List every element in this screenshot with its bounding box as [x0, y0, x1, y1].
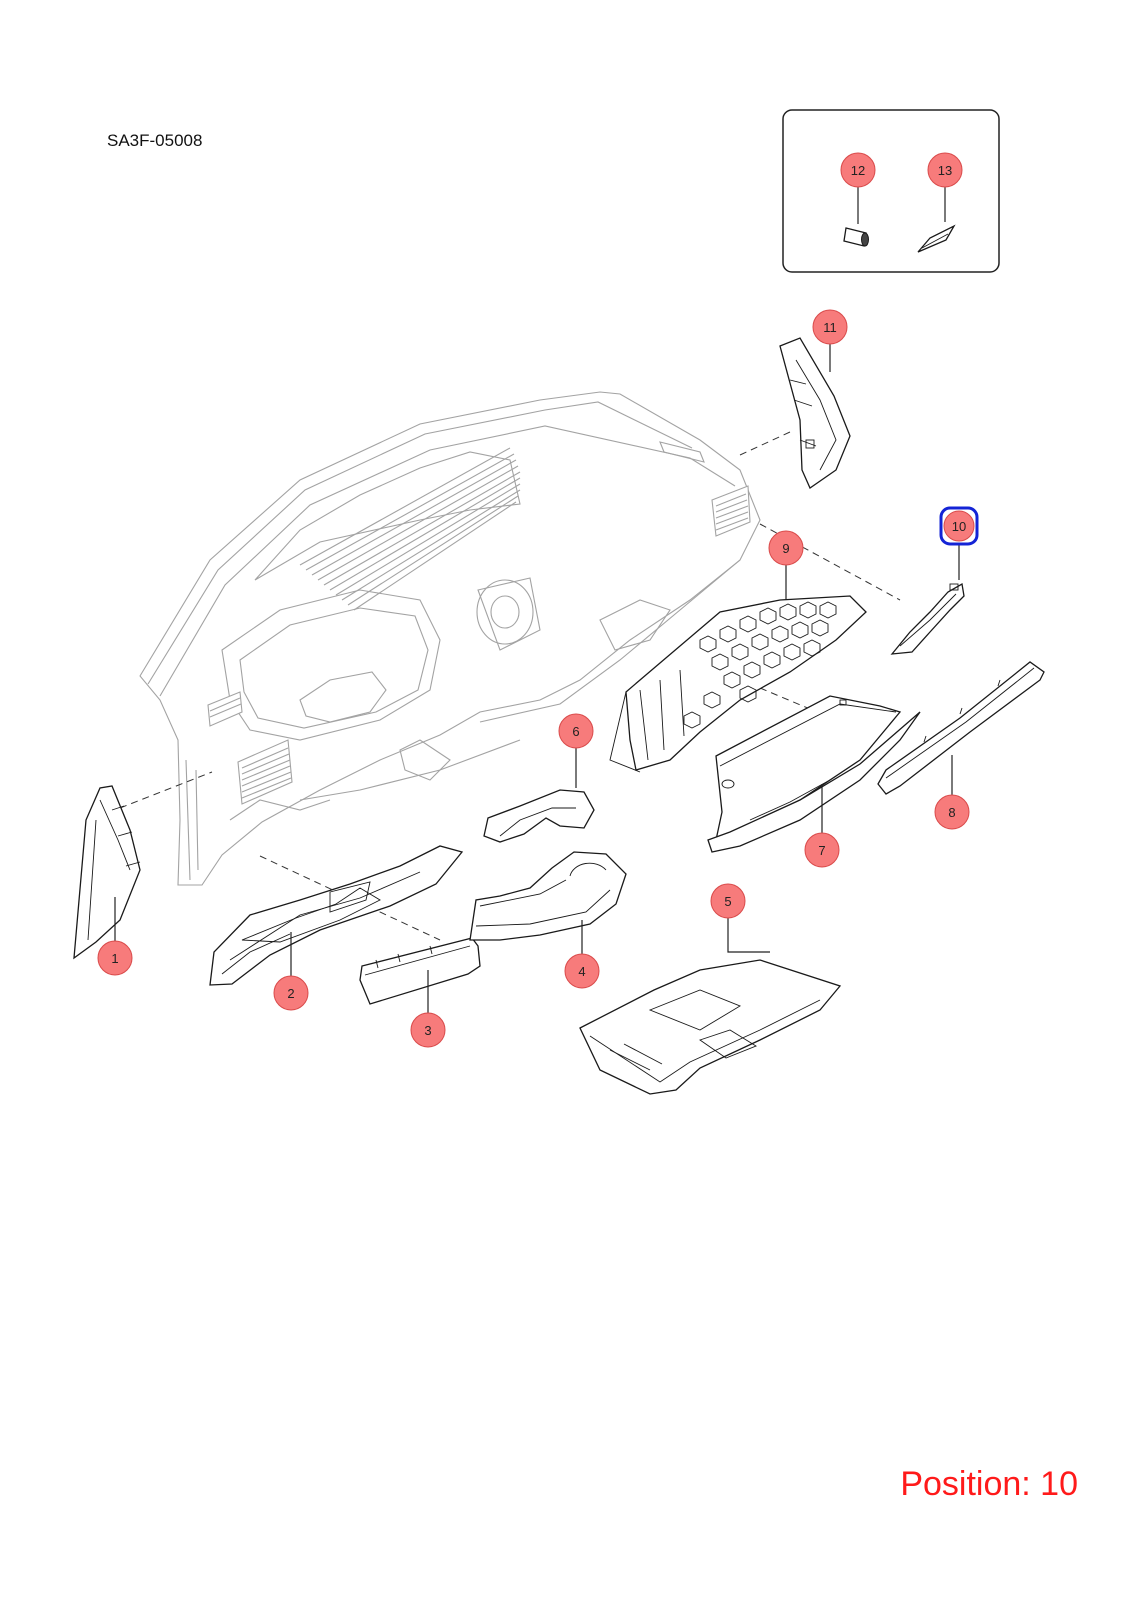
- callout-2[interactable]: 2: [273, 975, 309, 1011]
- part-1-side-trim: [73, 785, 141, 960]
- callout-3[interactable]: 3: [410, 1012, 446, 1048]
- svg-text:1: 1: [111, 951, 118, 966]
- svg-text:8: 8: [948, 805, 955, 820]
- part-3-knee-trim: [359, 937, 481, 1005]
- svg-text:10: 10: [952, 519, 966, 534]
- svg-text:9: 9: [782, 541, 789, 556]
- part-10-bracket: [890, 582, 965, 655]
- part-7-glovebox-bin: [707, 695, 921, 853]
- assembly-guide-lines: [119, 431, 901, 941]
- dashboard-assembly: [139, 391, 761, 886]
- honeycomb-pattern: [683, 601, 837, 729]
- diagram-reference-code: SA3F-05008: [107, 131, 203, 150]
- svg-text:7: 7: [818, 843, 825, 858]
- part-8-right-trim: [877, 661, 1045, 795]
- svg-text:6: 6: [572, 724, 579, 739]
- callout-13[interactable]: 13: [927, 152, 963, 188]
- callout-leaders: [114, 344, 960, 1013]
- part-4-column-shroud-lower: [469, 851, 627, 941]
- callouts: 1 2 3 4 5 6 7 8 9 10 11 12 13: [97, 152, 979, 1048]
- callout-8[interactable]: 8: [934, 794, 970, 830]
- svg-text:12: 12: [851, 163, 865, 178]
- callout-12[interactable]: 12: [840, 152, 876, 188]
- svg-text:5: 5: [724, 894, 731, 909]
- svg-text:2: 2: [287, 986, 294, 1001]
- callout-9[interactable]: 9: [768, 530, 804, 566]
- callout-10-selected[interactable]: 10: [939, 506, 979, 546]
- callout-1[interactable]: 1: [97, 940, 133, 976]
- part-12-sleeve: [843, 227, 869, 247]
- callout-5[interactable]: 5: [710, 883, 746, 919]
- dashboard-left-vent: [237, 739, 293, 805]
- dashboard-center-vent: [207, 691, 243, 727]
- dashboard-defrost-grille: [299, 447, 521, 611]
- callout-11[interactable]: 11: [812, 309, 848, 345]
- part-2-lower-panel: [209, 845, 464, 986]
- part-6-column-shroud-upper: [483, 789, 595, 843]
- inset-box: [782, 109, 1000, 273]
- callout-6[interactable]: 6: [558, 713, 594, 749]
- svg-text:3: 3: [424, 1023, 431, 1038]
- position-indicator: Position: 10: [900, 1465, 1078, 1503]
- part-5-storage-tray: [579, 959, 842, 1095]
- svg-text:13: 13: [938, 163, 952, 178]
- part-9-glovebox-housing: [609, 595, 867, 773]
- callout-7[interactable]: 7: [804, 832, 840, 868]
- dashboard-right-vent: [711, 485, 751, 537]
- callout-4[interactable]: 4: [564, 953, 600, 989]
- svg-text:4: 4: [578, 964, 585, 979]
- svg-text:11: 11: [823, 320, 837, 335]
- part-13-pad: [917, 224, 956, 253]
- part-11-pillar-bracket: [779, 337, 851, 489]
